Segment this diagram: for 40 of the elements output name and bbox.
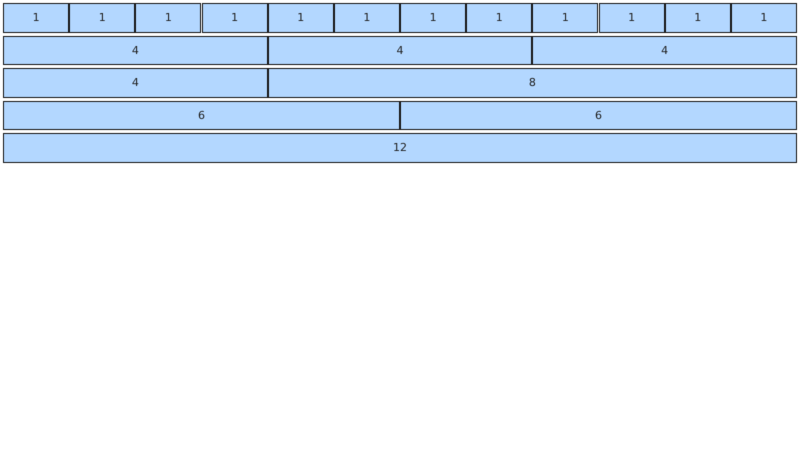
column-span-number: 4: [396, 44, 404, 57]
column-span-number: 1: [363, 11, 370, 24]
column-span-number: 1: [164, 11, 172, 24]
grid-column: [268, 36, 532, 65]
grid-column: [466, 3, 532, 32]
column-span-number: 4: [661, 44, 668, 57]
grid-column: [3, 68, 268, 98]
grid-column: [3, 133, 797, 162]
grid-column: [598, 3, 665, 32]
column-span-number: 1: [562, 11, 569, 24]
grid-column: [3, 3, 70, 32]
grid-column: [268, 68, 797, 98]
grid-column: [400, 100, 797, 130]
column-span-number: 12: [393, 141, 407, 154]
grid-column: [532, 36, 797, 65]
grid-column: [664, 3, 731, 32]
grid-column: [532, 3, 598, 32]
column-span-number: 6: [198, 108, 205, 122]
column-span-number: 1: [496, 11, 503, 24]
column-span-number: 6: [595, 108, 602, 122]
column-span-number: 4: [132, 44, 139, 57]
column-span-number: 8: [528, 76, 536, 90]
grid-column: [400, 3, 466, 32]
column-span-number: 1: [760, 11, 768, 24]
grid-column: [730, 3, 797, 32]
column-span-number: 1: [297, 11, 304, 24]
grid-column: [69, 3, 136, 32]
column-span-number: 1: [98, 11, 106, 24]
grid-column: [3, 100, 400, 130]
grid-column: [135, 3, 202, 32]
column-span-number: 1: [430, 11, 437, 24]
column-span-number: 4: [132, 76, 139, 90]
column-span-number: 1: [694, 11, 702, 24]
grid-column: [334, 3, 400, 32]
grid-column: [3, 36, 268, 65]
column-span-number: 1: [231, 11, 238, 24]
grid-column: [202, 3, 268, 32]
column-span-number: 1: [628, 11, 636, 24]
column-span-number: 1: [32, 11, 40, 24]
grid-column: [268, 3, 334, 32]
